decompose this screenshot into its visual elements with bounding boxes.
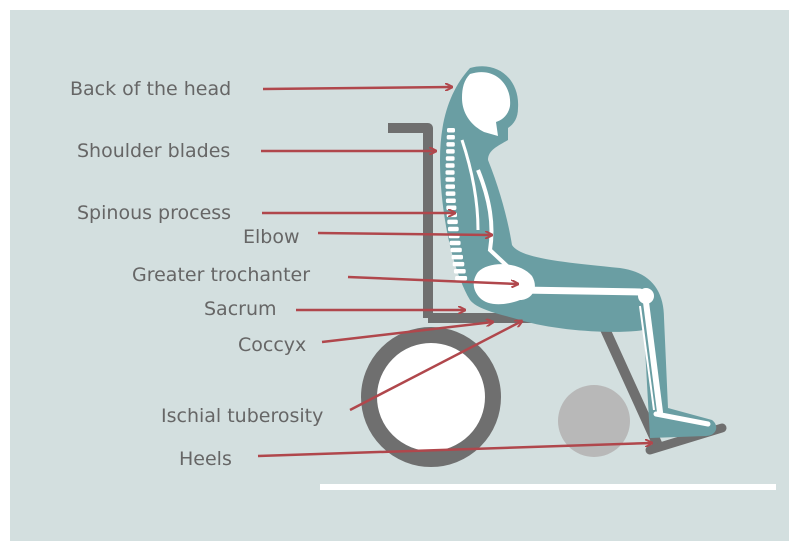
vertebra: [446, 156, 455, 161]
vertebra: [446, 199, 456, 204]
wheel: [369, 335, 493, 459]
vertebra: [447, 220, 458, 225]
floor-line: [320, 484, 776, 490]
label-greater-trochanter: Greater trochanter: [132, 264, 310, 286]
label-back-of-head: Back of the head: [70, 78, 231, 100]
vertebra: [447, 135, 455, 140]
label-elbow: Elbow: [243, 226, 300, 248]
chair-backrest: [388, 128, 428, 318]
label-spinous-process: Spinous process: [77, 202, 231, 224]
vertebra: [452, 255, 463, 260]
vertebra: [446, 170, 455, 175]
vertebra: [446, 177, 455, 182]
label-heels: Heels: [179, 448, 232, 470]
label-coccyx: Coccyx: [238, 334, 306, 356]
vertebra: [446, 142, 454, 147]
vertebra: [448, 227, 459, 232]
vertebra: [451, 248, 462, 253]
vertebra: [446, 149, 455, 154]
vertebra: [446, 184, 456, 189]
vertebra: [455, 276, 467, 281]
vertebra: [454, 269, 466, 274]
label-shoulder-blades: Shoulder blades: [77, 140, 230, 162]
label-ischial-tuberosity: Ischial tuberosity: [161, 405, 323, 427]
vertebra: [446, 163, 455, 168]
vertebra: [447, 128, 455, 133]
vertebra: [446, 206, 456, 211]
femur-bone: [520, 290, 640, 292]
label-sacrum: Sacrum: [204, 298, 277, 320]
vertebra: [446, 191, 456, 196]
vertebra: [453, 262, 465, 267]
arrow-back-of-head: [263, 87, 452, 89]
vertebra: [450, 241, 461, 246]
